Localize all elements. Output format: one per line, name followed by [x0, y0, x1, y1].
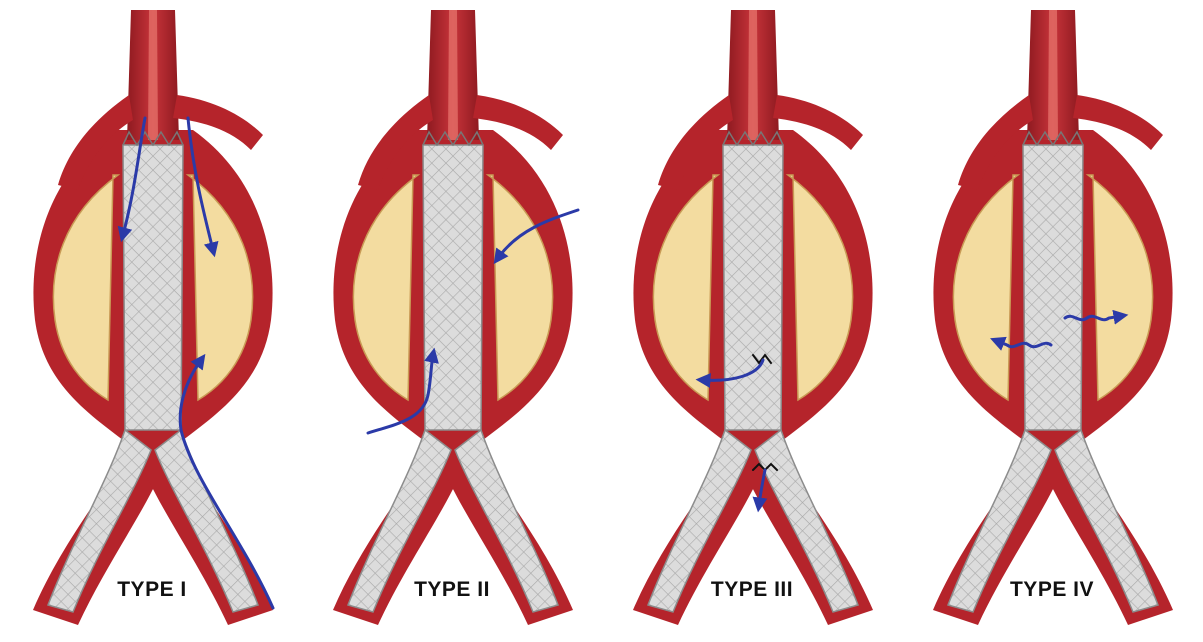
panel-1: [33, 10, 273, 625]
neck-highlight: [748, 10, 758, 140]
panel-2: [333, 10, 578, 625]
panel-label-type-3: TYPE III: [652, 578, 852, 602]
neck-highlight: [1048, 10, 1058, 140]
panel-label-type-2: TYPE II: [352, 578, 552, 602]
panel-4: [933, 10, 1173, 625]
neck-highlight: [448, 10, 458, 140]
stent-graft-body: [723, 145, 783, 430]
panel-3: [633, 10, 873, 625]
stent-graft-body: [1023, 145, 1083, 430]
panel-label-type-1: TYPE I: [52, 578, 252, 602]
panel-label-type-4: TYPE IV: [952, 578, 1152, 602]
stent-graft-body: [423, 145, 483, 430]
neck-highlight: [148, 10, 158, 140]
